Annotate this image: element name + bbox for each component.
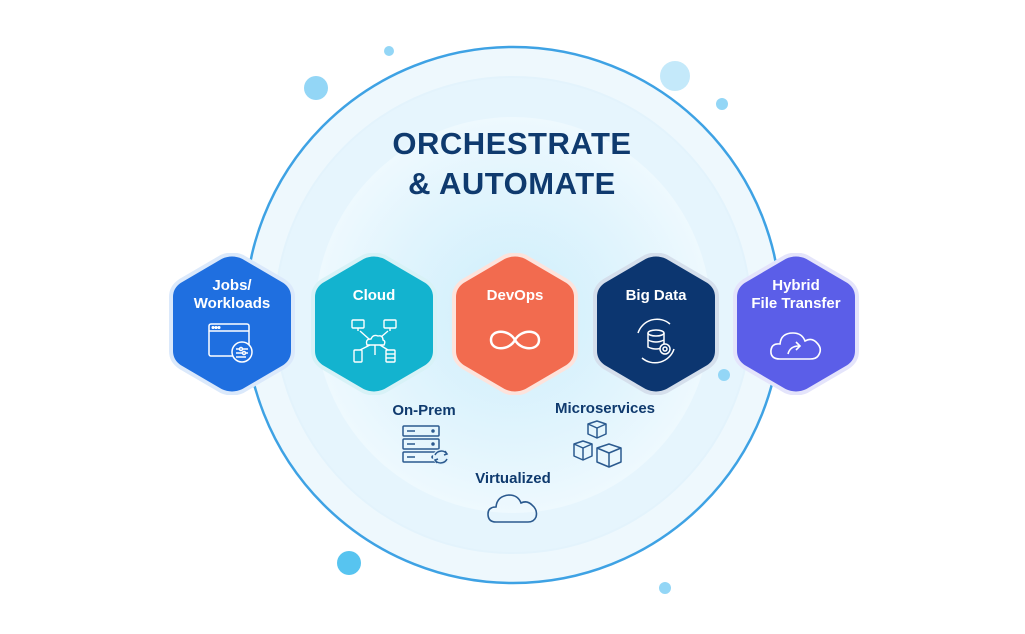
hex-bigdata-label: Big Data <box>625 287 687 304</box>
hex-devops-label: DevOps <box>486 287 544 304</box>
title-line-2: & AUTOMATE <box>408 166 616 201</box>
bubble-7 <box>659 582 671 594</box>
on-prem-label: On-Prem <box>392 402 456 419</box>
cloud-outline-icon <box>487 494 538 523</box>
cloud-network-icon <box>351 319 397 363</box>
hex-transfer-label: Hybrid File Transfer <box>751 277 841 312</box>
infinity-icon <box>489 330 541 350</box>
hex-hybrid-file-transfer: Hybrid File Transfer <box>730 253 862 395</box>
bubble-1 <box>304 76 328 100</box>
virtualized-label: Virtualized <box>475 470 551 487</box>
hex-cloud-label: Cloud <box>352 287 396 304</box>
server-sync-icon <box>402 425 449 465</box>
bubble-5 <box>718 369 730 381</box>
cubes-icon <box>573 420 622 468</box>
bubble-4 <box>716 98 728 110</box>
cloud-share-icon <box>770 332 822 360</box>
database-gear-icon <box>637 318 675 364</box>
diagram-title: ORCHESTRATE & AUTOMATE <box>362 124 662 204</box>
hex-jobs-workloads: Jobs/ Workloads <box>166 253 298 395</box>
bubble-2 <box>384 46 394 56</box>
hex-big-data: Big Data <box>590 253 722 395</box>
hex-jobs-label: Jobs/ Workloads <box>193 277 271 312</box>
microservices-label: Microservices <box>554 400 656 417</box>
bubble-6 <box>337 551 361 575</box>
hex-devops: DevOps <box>449 253 581 395</box>
hex-cloud: Cloud <box>308 253 440 395</box>
browser-settings-icon <box>208 323 253 363</box>
bubble-3 <box>660 61 690 91</box>
title-line-1: ORCHESTRATE <box>392 126 632 161</box>
